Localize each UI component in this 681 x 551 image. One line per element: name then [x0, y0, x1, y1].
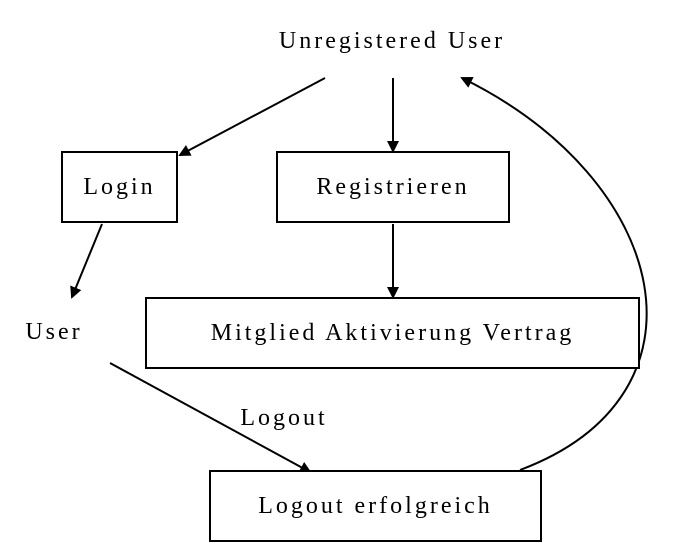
node-registrieren-box: Registrieren [276, 151, 510, 223]
node-user: User [25, 319, 83, 345]
node-logout-erfolgreich-box: Logout erfolgreich [209, 470, 542, 542]
node-mitglied-box: Mitglied Aktivierung Vertrag [145, 297, 640, 369]
node-registrieren-label: Registrieren [316, 174, 470, 200]
arrow-unregistered-to-login [178, 77, 326, 156]
node-login-label: Login [83, 174, 156, 200]
edge-label-logout: Logout [240, 405, 328, 431]
arrow-user-to-logout [109, 362, 312, 473]
node-mitglied-label: Mitglied Aktivierung Vertrag [210, 320, 575, 346]
node-login-box: Login [61, 151, 178, 223]
arrow-login-to-user [70, 223, 103, 299]
arrow-logout-to-unregistered [460, 77, 648, 471]
node-unregistered-user: Unregistered User [278, 28, 506, 54]
node-logout-erfolgreich-label: Logout erfolgreich [258, 493, 493, 519]
